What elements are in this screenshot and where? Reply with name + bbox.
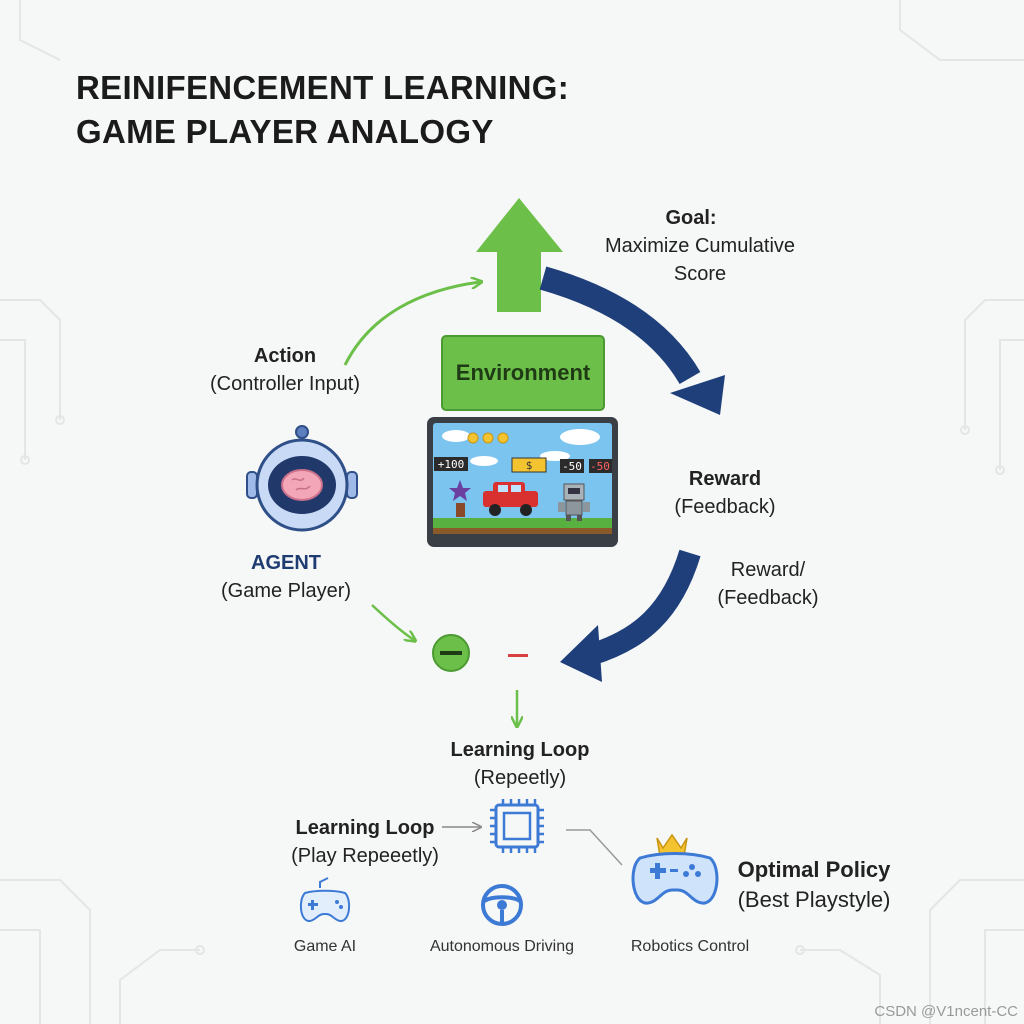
learning-loop-top-detail: (Repeetly) [473, 767, 567, 789]
action-arrow [343, 282, 480, 366]
goal-line-1: Maximize Cumulative [604, 235, 796, 257]
red-dash-icon [508, 654, 528, 657]
application-game-ai: Game AI [293, 938, 357, 955]
game-screen: +100 $ -50 -50 [427, 417, 618, 547]
reward-top-detail: (Feedback) [674, 496, 776, 518]
page-title: REINIFENCEMENT LEARNING: GAME PLAYER ANA… [76, 66, 569, 154]
optimal-policy-detail: (Best Playstyle) [737, 887, 891, 912]
score-plus-text: +100 [438, 458, 465, 471]
goal-line-2: Score [673, 263, 727, 285]
score-minus-red-text: -50 [590, 460, 610, 473]
score-minus-text: -50 [562, 460, 582, 473]
optimal-policy-label: Optimal Policy (Best Playstyle) [724, 855, 904, 915]
goal-label: Goal: Maximize Cumulative Score [580, 204, 820, 288]
learning-loop-left-heading: Learning Loop [295, 817, 435, 839]
agent-to-loop-arrow [371, 604, 414, 640]
application-autonomous-driving: Autonomous Driving [429, 938, 575, 955]
watermark: CSDN @V1ncent-CC [874, 1003, 1018, 1020]
steering-wheel-icon [481, 884, 523, 926]
action-label: Action (Controller Input) [190, 342, 380, 398]
crowned-gamepad-icon [631, 833, 719, 905]
score-dollar-text: $ [526, 459, 533, 472]
chip-to-policy-line [566, 829, 623, 866]
gamepad-icon [299, 877, 351, 922]
action-heading: Action [253, 345, 317, 367]
learning-loop-label-top: Learning Loop (Repeetly) [430, 736, 610, 792]
environment-box: Environment [441, 335, 605, 411]
reward-top-heading: Reward [688, 468, 762, 490]
agent-detail: (Game Player) [220, 580, 352, 602]
agent-label: AGENT (Game Player) [206, 549, 366, 605]
goal-heading: Goal: [665, 207, 717, 229]
reward-bottom-detail: (Feedback) [717, 587, 819, 609]
title-line-1: REINIFENCEMENT LEARNING: [76, 69, 570, 106]
reward-arrowhead-top [670, 375, 725, 415]
agent-robot-head-icon [246, 425, 358, 532]
reward-curved-arrow-top [539, 266, 701, 385]
application-robotics-control: Robotics Control [630, 938, 750, 955]
processor-chip-icon [490, 799, 544, 853]
learning-loop-top-heading: Learning Loop [450, 739, 590, 761]
title-line-2: GAME PLAYER ANALOGY [76, 113, 494, 150]
learning-loop-left-detail: (Play Repeeetly) [291, 845, 439, 867]
reward-arrowhead-bottom [560, 625, 602, 682]
learning-loop-label-left: Learning Loop (Play Repeeetly) [270, 814, 460, 870]
reward-curved-arrow-bottom [586, 549, 701, 666]
agent-heading: AGENT [251, 552, 321, 574]
reward-label-bottom: Reward/ (Feedback) [703, 556, 833, 612]
minus-circle-icon [432, 634, 470, 672]
reward-bottom-heading: Reward/ [730, 559, 806, 581]
goal-up-arrow [476, 198, 563, 312]
action-detail: (Controller Input) [209, 373, 361, 395]
optimal-policy-heading: Optimal Policy [737, 857, 891, 882]
reward-label-top: Reward (Feedback) [660, 465, 790, 521]
